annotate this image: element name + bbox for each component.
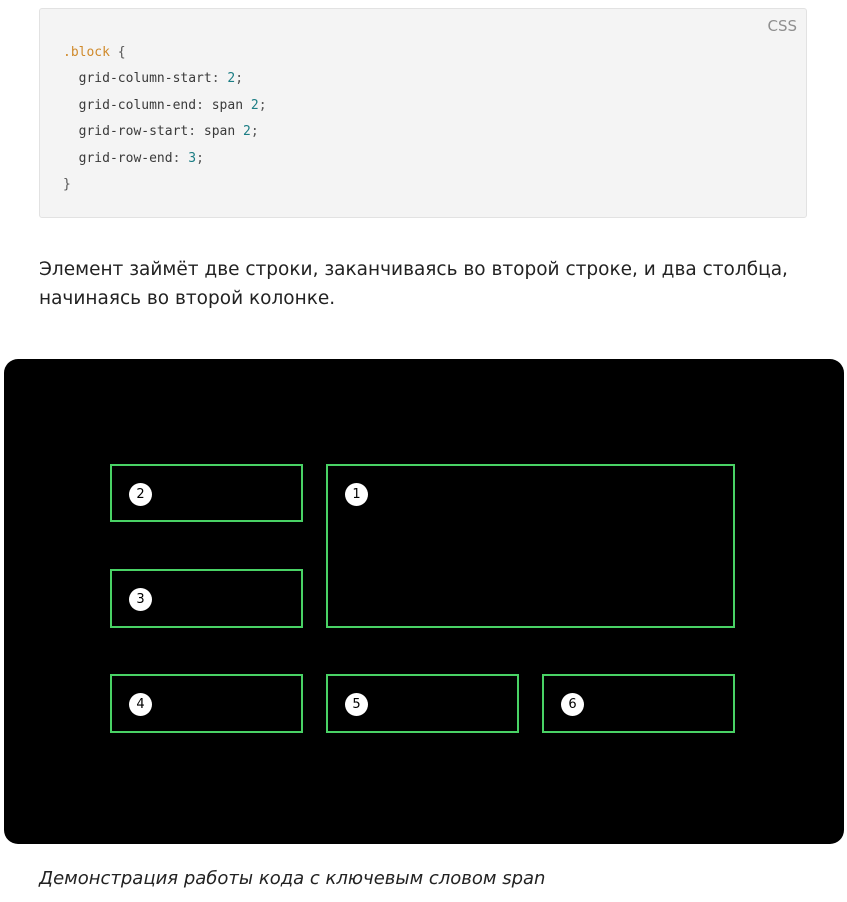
- code-line-declaration: grid-column-start: 2;: [63, 69, 267, 95]
- grid-item-1-spanning: 1: [326, 464, 735, 628]
- code-value-number: 2: [250, 97, 259, 113]
- code-line-close: }: [63, 175, 267, 201]
- grid-item-6: 6: [542, 674, 735, 733]
- grid-item-5: 5: [326, 674, 519, 733]
- grid-demo: 2 1 3 4 5 6: [4, 359, 844, 844]
- code-open-brace: {: [109, 45, 126, 60]
- code-colon: :: [172, 150, 189, 166]
- code-semicolon: ;: [258, 97, 267, 113]
- grid-item-number-badge: 3: [129, 588, 152, 611]
- code-close-brace: }: [63, 176, 71, 192]
- code-semicolon: ;: [196, 150, 204, 166]
- code-colon: :: [211, 71, 228, 87]
- explanation-paragraph: Элемент займёт две строки, заканчиваясь …: [39, 259, 788, 309]
- code-property: grid-row-start: [78, 124, 189, 140]
- grid-item-number-badge: 4: [129, 693, 152, 716]
- code-property: grid-row-end: [78, 150, 173, 166]
- code-property: grid-column-end: [78, 97, 197, 113]
- code-line-declaration: grid-row-start: span 2;: [63, 122, 267, 148]
- code-selector: .block: [63, 45, 110, 60]
- code-value-number: 2: [243, 124, 251, 140]
- code-language-label: CSS: [767, 17, 797, 35]
- code-line-selector: .block {: [63, 43, 267, 69]
- code-lines: .block { grid-column-start: 2; grid-colu…: [63, 43, 267, 201]
- code-value-number: 3: [188, 150, 197, 166]
- grid-item-number-badge: 1: [345, 483, 368, 506]
- code-block: CSS .block { grid-column-start: 2; grid-…: [39, 8, 807, 218]
- code-colon: :: [196, 97, 212, 113]
- code-semicolon: ;: [250, 124, 259, 140]
- grid-item-number-badge: 6: [561, 693, 584, 716]
- code-line-declaration: grid-column-end: span 2;: [63, 96, 267, 122]
- code-line-declaration: grid-row-end: 3;: [63, 149, 267, 175]
- grid-item-number-badge: 2: [129, 483, 152, 506]
- code-colon: :: [188, 124, 204, 140]
- code-property: grid-column-start: [78, 71, 212, 87]
- figure-caption: Демонстрация работы кода с ключевым слов…: [39, 868, 546, 889]
- code-value-number: 2: [227, 71, 236, 87]
- grid-item-3: 3: [110, 569, 303, 628]
- code-semicolon: ;: [235, 71, 244, 87]
- code-value-keyword: span: [203, 124, 244, 140]
- code-value-keyword: span: [211, 97, 251, 113]
- grid-item-number-badge: 5: [345, 693, 368, 716]
- grid-item-2: 2: [110, 464, 303, 522]
- grid-item-4: 4: [110, 674, 303, 733]
